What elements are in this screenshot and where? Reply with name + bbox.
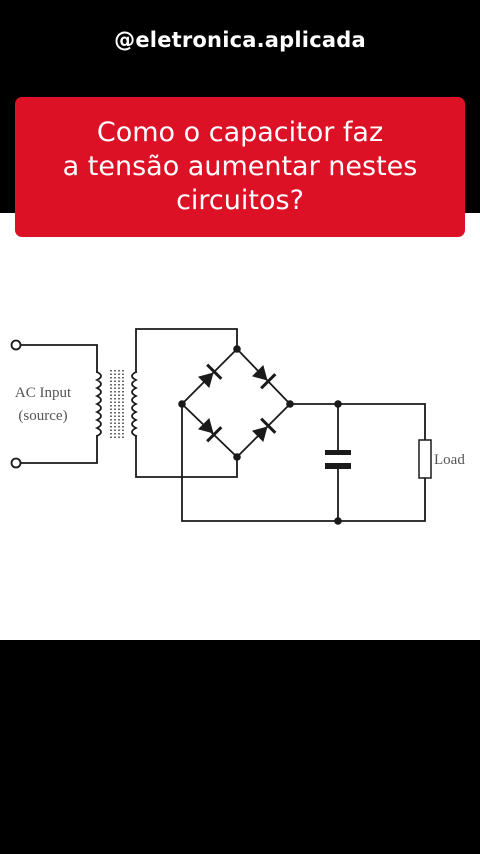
positive-rail — [289, 403, 426, 441]
diode-top-right — [251, 364, 277, 390]
rectifier-circuit-diagram: AC Input (source) Load — [10, 328, 465, 525]
transformer-core — [110, 370, 124, 438]
banner-question: Como o capacitor faz a tensão aumentar n… — [53, 116, 428, 218]
input-label-line1: AC Input — [15, 385, 72, 401]
junction-dots — [178, 345, 342, 525]
bridge-diamond — [180, 347, 292, 459]
banner-line-3: circuitos? — [176, 185, 304, 216]
input-terminal-bottom — [10, 457, 22, 469]
input-terminal-top — [10, 339, 22, 351]
transformer-primary-coil — [94, 370, 102, 438]
load-resistor — [418, 439, 432, 479]
input-lead-top — [20, 344, 98, 373]
question-banner: Como o capacitor faz a tensão aumentar n… — [15, 97, 465, 237]
load-label: Load — [434, 452, 465, 468]
diode-bottom-left — [197, 417, 223, 443]
diode-top-left — [197, 363, 223, 389]
input-lead-bottom — [20, 435, 98, 464]
input-label-line2: (source) — [18, 408, 67, 424]
transformer-secondary-coil — [131, 370, 139, 438]
diode-bottom-right — [251, 417, 277, 443]
account-handle: @eletronica.aplicada — [114, 28, 366, 52]
negative-rail — [181, 403, 426, 522]
banner-line-2: a tensão aumentar nestes — [62, 151, 418, 182]
filter-capacitor — [325, 450, 351, 469]
diagram-panel — [0, 213, 480, 640]
secondary-lead-bottom — [135, 435, 238, 478]
secondary-lead-top — [135, 328, 238, 373]
banner-line-1: Como o capacitor faz — [96, 117, 384, 148]
